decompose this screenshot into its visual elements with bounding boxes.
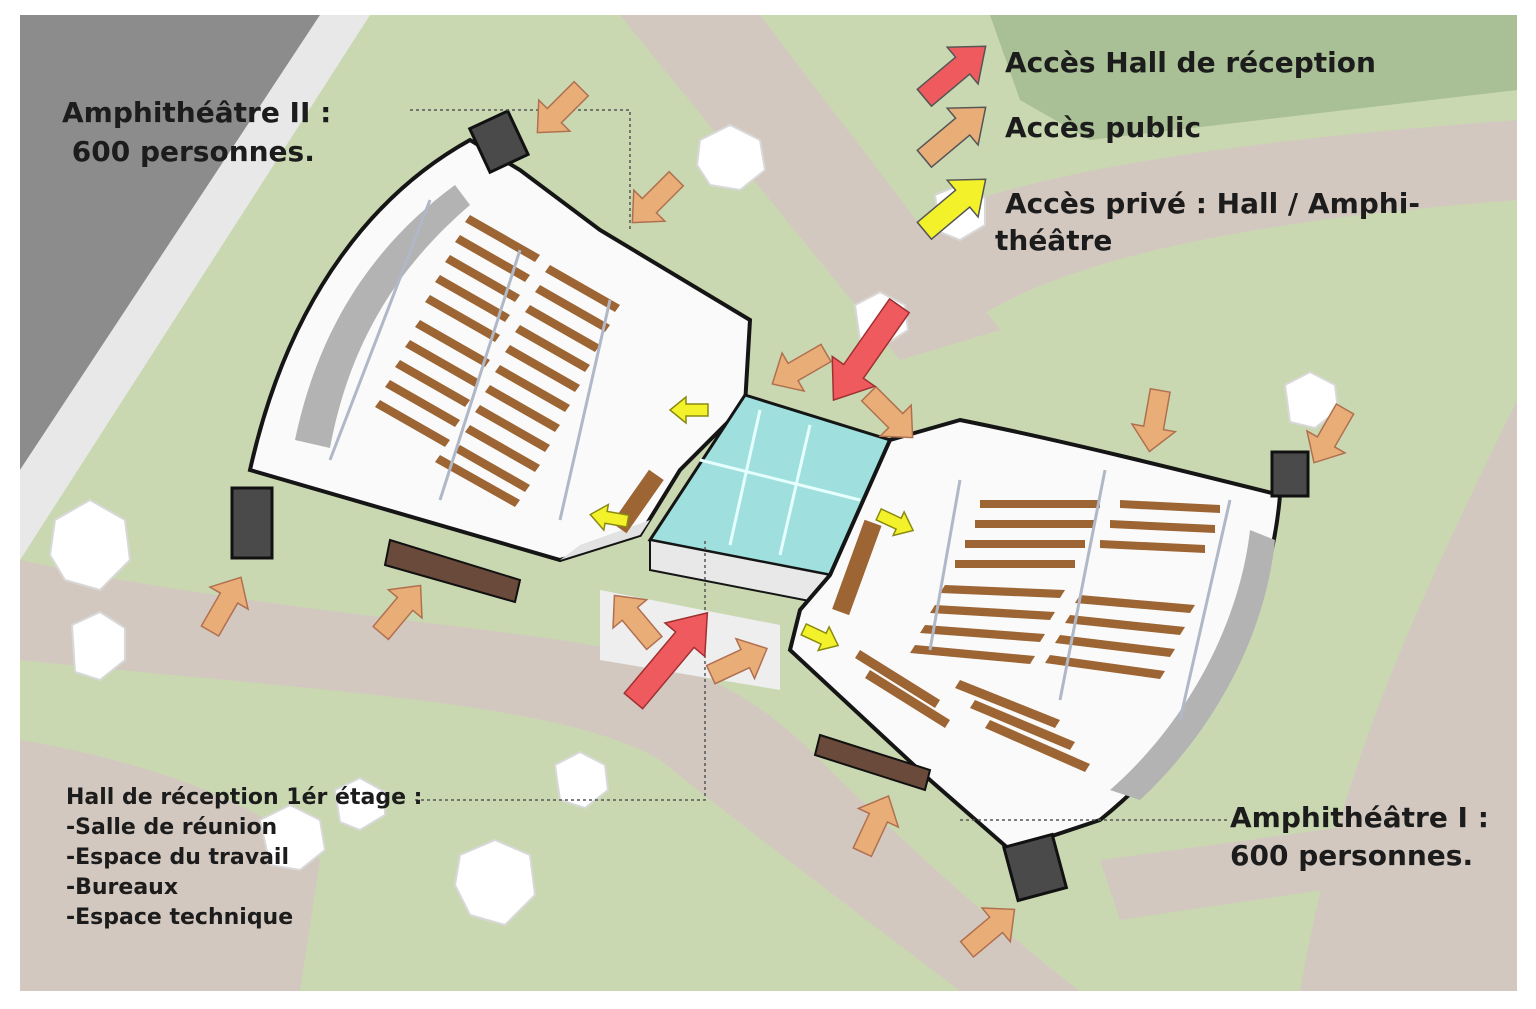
public-access-arrows — [200, 80, 1355, 959]
amphitheatre-2-building — [247, 137, 753, 563]
public-arrow-1 — [536, 80, 590, 134]
hall-arrow-north — [831, 297, 911, 402]
path-northeast — [880, 120, 1517, 330]
legend-arrow-public — [916, 106, 987, 169]
green-patch — [990, 15, 1517, 140]
hall-item-offices: -Bureaux — [66, 875, 179, 900]
amphitheatre-2-capacity: 600 personnes. — [62, 135, 315, 168]
public-arrow-3 — [771, 343, 833, 393]
amphitheatre-2-aisles — [328, 199, 612, 521]
private-arrow-1 — [668, 395, 709, 425]
hall-item-work-space: -Espace du travail — [66, 845, 290, 870]
public-arrow-8 — [371, 584, 423, 641]
public-arrow-10 — [705, 637, 769, 685]
hall-item-technical-space: -Espace technique — [66, 905, 294, 930]
stair-2-south — [383, 538, 522, 604]
path-north — [620, 15, 1000, 360]
public-arrow-9 — [612, 594, 664, 651]
amphitheatre-1-aisles — [928, 469, 1232, 721]
hall-title: Hall de réception 1ér étage : — [66, 785, 423, 810]
legend-label-private-access-line2: théâtre — [995, 224, 1113, 257]
public-arrow-11 — [852, 794, 900, 858]
legend-label-private-access: Accès privé : Hall / Amphi- — [1005, 187, 1420, 220]
amphitheatre-1-stage — [1110, 530, 1275, 800]
amphitheatre-2-seats — [375, 215, 620, 507]
legend-arrow-public-shape — [916, 106, 987, 169]
path-southeast — [1100, 800, 1517, 920]
path-southwest — [20, 740, 320, 991]
public-arrow-6 — [1305, 402, 1355, 464]
legend-label-public-access: Accès public — [1005, 111, 1202, 144]
amphitheatre-1-counter — [832, 519, 882, 616]
legend-arrow-private — [916, 178, 987, 241]
path-south — [20, 560, 1080, 991]
amphitheatre-2-stage — [295, 185, 470, 448]
stair-1-south — [1002, 832, 1069, 903]
stair-2-north — [467, 108, 531, 175]
legend-arrow-hall — [916, 45, 987, 108]
public-arrow-5 — [1130, 387, 1178, 453]
hall-arrow-south — [623, 611, 709, 710]
stair-2-west — [230, 486, 274, 560]
public-arrow-7 — [200, 576, 250, 638]
amphitheatre-2-title: Amphithéâtre II : — [62, 96, 332, 129]
legend-arrow-hall-shape — [916, 45, 987, 108]
private-arrow-2 — [589, 503, 630, 532]
legend-symbols — [916, 45, 987, 241]
sidewalk — [20, 15, 370, 560]
amphitheatre-1-capacity: 600 personnes. — [1230, 839, 1474, 872]
stair-1-west — [813, 733, 932, 792]
amphitheatre-1-title: Amphithéâtre I : — [1230, 801, 1489, 834]
hall-access-arrows — [623, 297, 911, 710]
public-arrow-12 — [959, 907, 1016, 959]
legend-label-hall-access: Accès Hall de réception — [1005, 46, 1376, 79]
public-arrow-2 — [631, 170, 685, 224]
hall-partitions — [699, 409, 861, 556]
private-arrow-3 — [875, 507, 915, 537]
amphitheatre-1-seats — [855, 500, 1220, 772]
stair-1-east — [1270, 450, 1310, 498]
legend-arrow-private-shape — [916, 178, 987, 241]
private-access-arrows — [589, 395, 915, 652]
hall-item-meeting-room: -Salle de réunion — [66, 815, 278, 840]
public-arrow-4 — [860, 385, 914, 439]
private-arrow-4 — [800, 622, 840, 652]
